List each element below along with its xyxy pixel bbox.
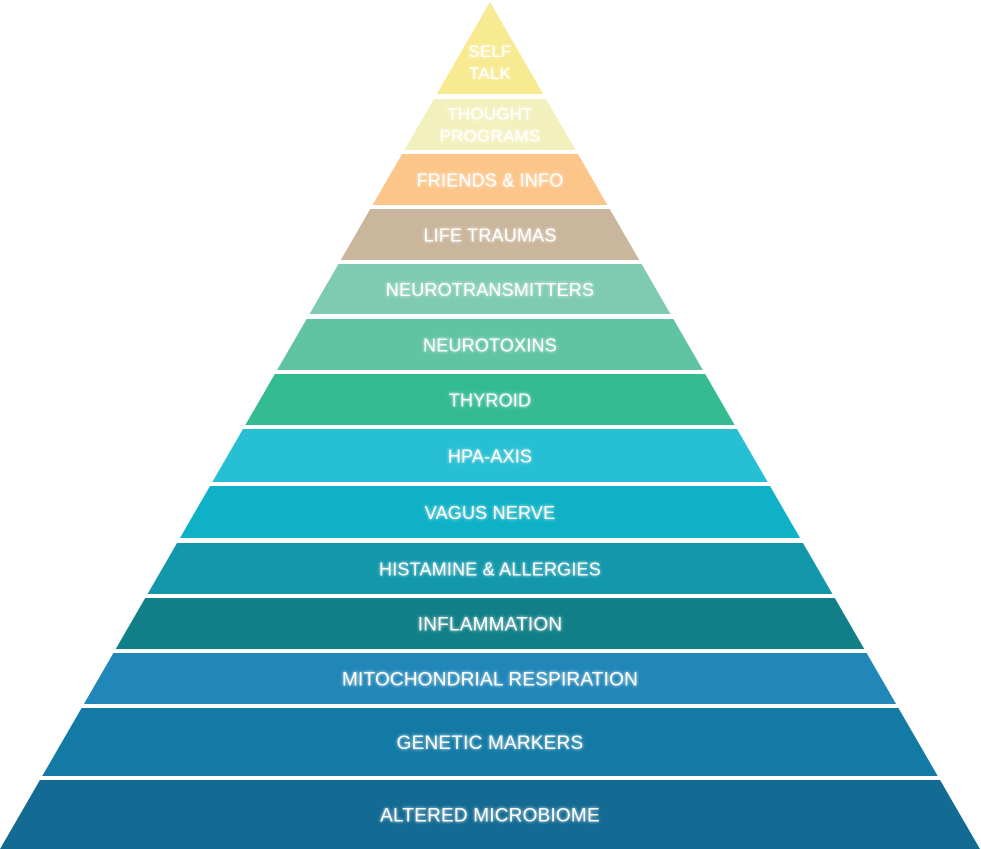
layer-label-line: FRIENDS & INFO bbox=[417, 170, 564, 190]
pyramid-layer bbox=[277, 319, 703, 370]
layer-label: NEUROTOXINS bbox=[423, 335, 557, 355]
layer-label: HISTAMINE & ALLERGIES bbox=[379, 559, 601, 579]
pyramid-layer bbox=[309, 264, 671, 314]
layer-label-line: THYROID bbox=[449, 390, 531, 410]
layer-label: ALTERED MICROBIOME bbox=[380, 806, 600, 827]
layer-label: INFLAMMATION bbox=[418, 615, 563, 636]
pyramid-layer bbox=[212, 429, 768, 482]
layer-label: THYROID bbox=[449, 390, 531, 410]
layer-label-line: HPA-AXIS bbox=[448, 446, 532, 466]
layer-label: GENETIC MARKERS bbox=[397, 733, 584, 754]
layer-label-line: GENETIC MARKERS bbox=[397, 733, 584, 754]
layer-label: MITOCHONDRIAL RESPIRATION bbox=[342, 670, 638, 691]
layer-label-line: HISTAMINE & ALLERGIES bbox=[379, 559, 601, 579]
layer-label-line: NEUROTOXINS bbox=[423, 335, 557, 355]
layer-label-line: THOUGHT bbox=[447, 105, 532, 124]
pyramid-layer bbox=[115, 598, 865, 649]
layer-label-line: ALTERED MICROBIOME bbox=[380, 806, 600, 827]
layer-label: LIFE TRAUMAS bbox=[423, 225, 556, 245]
layer-label: SELF TALK bbox=[468, 42, 511, 83]
layer-label-line: TALK bbox=[469, 65, 512, 84]
pyramid-layer bbox=[147, 543, 833, 594]
layer-label-line: NEUROTRANSMITTERS bbox=[386, 280, 594, 300]
layer-label: HPA-AXIS bbox=[448, 446, 532, 466]
pyramid-layer bbox=[83, 653, 897, 704]
layer-label: VAGUS NERVE bbox=[425, 503, 556, 523]
pyramid-layer bbox=[372, 154, 608, 205]
layer-label: THOUGHT PROGRAMS bbox=[440, 105, 541, 146]
pyramid-layer bbox=[340, 209, 640, 260]
layer-label-line: INFLAMMATION bbox=[418, 615, 563, 636]
layer-label: NEUROTRANSMITTERS bbox=[386, 280, 594, 300]
pyramid-layer bbox=[436, 2, 544, 94]
layer-label-line: SELF bbox=[468, 42, 511, 61]
layer-label-line: LIFE TRAUMAS bbox=[423, 225, 556, 245]
pyramid-layer bbox=[42, 708, 938, 776]
pyramid-layer bbox=[0, 780, 980, 849]
layer-label-line: PROGRAMS bbox=[440, 127, 541, 146]
layer-label-line: VAGUS NERVE bbox=[425, 503, 556, 523]
pyramid-layer bbox=[179, 486, 801, 538]
pyramid-layer bbox=[404, 99, 576, 150]
layer-label-line: MITOCHONDRIAL RESPIRATION bbox=[342, 670, 638, 691]
pyramid-layer bbox=[245, 374, 735, 425]
layer-label: FRIENDS & INFO bbox=[417, 170, 564, 190]
